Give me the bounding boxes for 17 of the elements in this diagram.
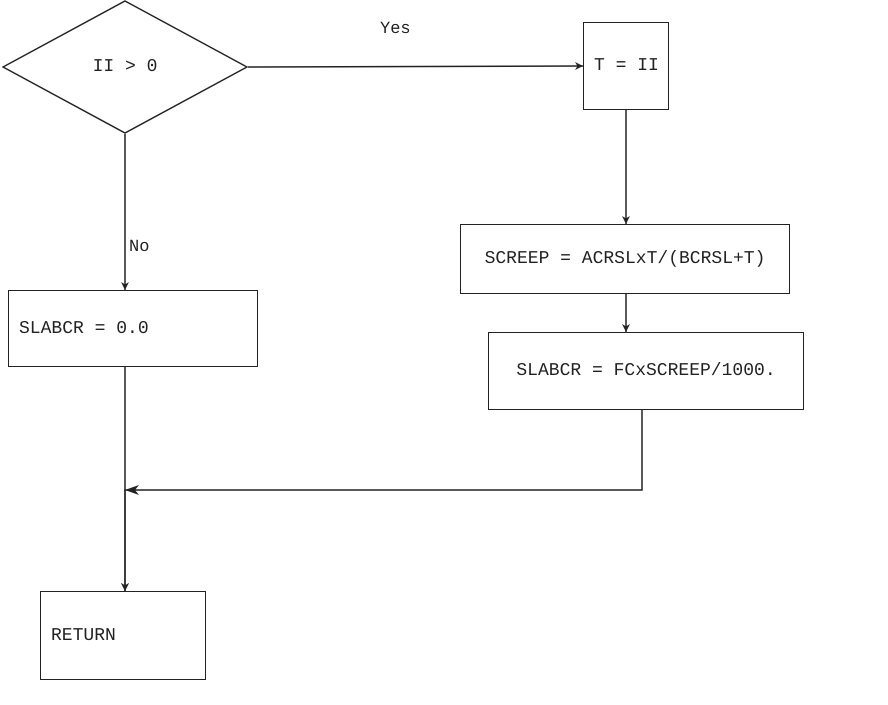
arrow bbox=[622, 110, 630, 224]
node-text: RETURN bbox=[51, 626, 116, 646]
process-box bbox=[40, 591, 206, 680]
process-box bbox=[583, 22, 669, 110]
process-box bbox=[488, 332, 804, 410]
node-text: SLABCR = 0.0 bbox=[19, 318, 149, 338]
node-text: II > 0 bbox=[92, 57, 158, 77]
arrow bbox=[622, 294, 630, 332]
node-text: T = II bbox=[594, 56, 659, 76]
arrow bbox=[121, 410, 643, 591]
process-box bbox=[460, 224, 790, 294]
decision-diamond bbox=[2, 0, 248, 134]
arrow bbox=[121, 134, 129, 290]
node-text: SLABCR = FCxSCREEP/1000. bbox=[516, 361, 776, 381]
arrow bbox=[248, 62, 583, 70]
process-box bbox=[8, 290, 258, 367]
node-text: SCREEP = ACRSLxT/(BCRSL+T) bbox=[484, 249, 766, 269]
